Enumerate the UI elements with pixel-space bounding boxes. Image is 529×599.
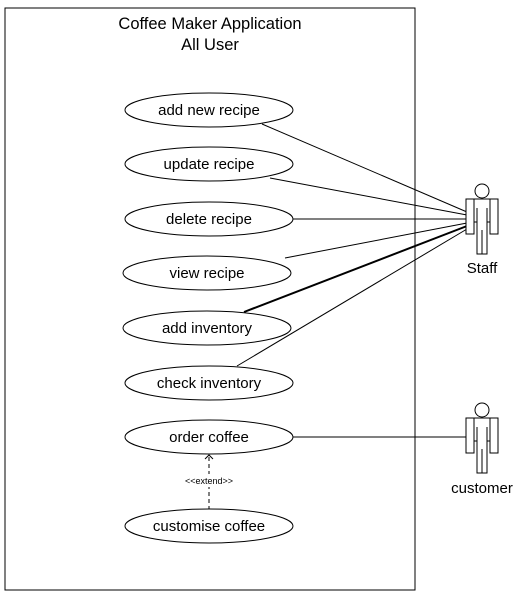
use-case-label: order coffee [169, 429, 249, 446]
use-case-view-recipe[interactable]: view recipe [122, 255, 292, 291]
actor-figure-icon [465, 183, 499, 255]
use-case-label: delete recipe [166, 211, 252, 228]
extend-label-bg [176, 474, 242, 487]
actor-figure-icon [465, 402, 499, 474]
association-check-inventory-staff [236, 228, 468, 367]
use-case-add-new-recipe[interactable]: add new recipe [124, 92, 294, 128]
association-add-inventory-staff [243, 225, 468, 313]
association-view-recipe-staff [284, 222, 468, 259]
use-case-label: check inventory [157, 375, 262, 392]
use-case-label: add inventory [162, 320, 253, 337]
association-add-new-recipe-staff [261, 123, 468, 213]
use-case-customise-coffee[interactable]: customise coffee [124, 508, 294, 544]
actor-customer[interactable]: customer [451, 402, 513, 497]
use-case-label: view recipe [169, 265, 244, 282]
system-title: Coffee Maker Application [118, 15, 301, 33]
association-update-recipe-staff [269, 177, 468, 216]
use-case-delete-recipe[interactable]: delete recipe [124, 201, 294, 237]
use-case-label: update recipe [164, 156, 255, 173]
use-case-label: customise coffee [153, 518, 265, 535]
use-case-check-inventory[interactable]: check inventory [124, 365, 294, 401]
use-case-order-coffee[interactable]: order coffee [124, 419, 294, 455]
use-case-update-recipe[interactable]: update recipe [124, 146, 294, 182]
use-case-label: add new recipe [158, 102, 260, 119]
actor-label: customer [451, 480, 513, 497]
extend-label: <<extend>> [185, 476, 233, 486]
system-subtitle: All User [181, 36, 239, 54]
use-case-add-inventory[interactable]: add inventory [122, 310, 292, 346]
actor-staff[interactable]: Staff [465, 183, 499, 277]
actor-label: Staff [467, 260, 498, 277]
